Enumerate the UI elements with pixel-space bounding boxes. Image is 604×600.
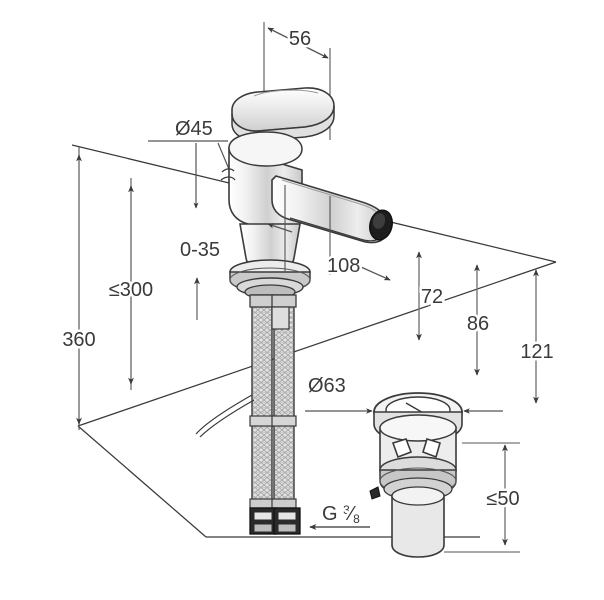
- dim-300-label: ≤300: [109, 279, 153, 301]
- dim-360-label: 360: [62, 329, 95, 351]
- dim-thread-label: G 3⁄8: [322, 503, 360, 526]
- aerator: [369, 209, 393, 241]
- dim-72: 72: [416, 251, 446, 341]
- dim-d45: Ø45: [148, 116, 248, 213]
- dim-108: 108: [267, 185, 391, 281]
- control-cable: [195, 394, 255, 438]
- dim-86-label: 86: [467, 313, 489, 335]
- dim-50-label: ≤50: [486, 488, 519, 510]
- dim-d45-label: Ø45: [175, 118, 213, 140]
- hose-left: [251, 294, 273, 511]
- dim-360: 360: [60, 154, 98, 425]
- dim-d63: Ø63: [305, 373, 503, 414]
- dim-d63-label: Ø63: [308, 375, 346, 397]
- ref-line-lower-left: [77, 425, 207, 538]
- dim-0-35-label: 0-35: [180, 239, 220, 261]
- dim-121: 121: [518, 269, 556, 404]
- dim-86: 86: [464, 264, 492, 376]
- flexible-supply-hoses: [249, 294, 297, 511]
- dim-0-35: 0-35: [177, 237, 223, 320]
- pop-up-waste-assembly: [369, 392, 463, 558]
- dim-300: ≤300: [106, 185, 156, 385]
- dim-thread: G 3⁄8: [309, 501, 370, 530]
- dim-50: ≤50: [444, 442, 522, 553]
- dim-121-label: 121: [520, 341, 553, 363]
- dim-56-label: 56: [289, 28, 311, 50]
- hose-connection-nuts: [249, 507, 301, 535]
- dim-108-label: 108: [327, 255, 360, 277]
- mounting-base: [229, 259, 311, 300]
- dim-72-label: 72: [421, 286, 443, 308]
